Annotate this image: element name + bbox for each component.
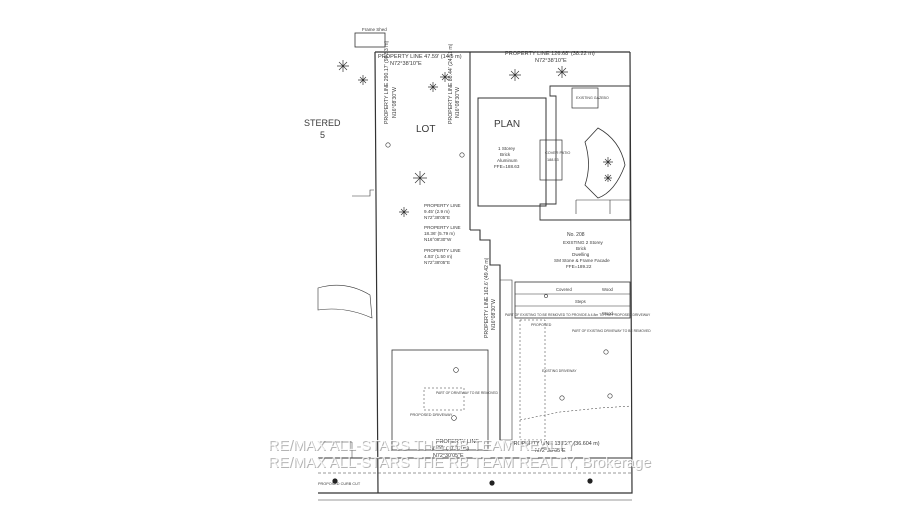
covered-patio (539, 139, 563, 181)
lot-label: LOT (416, 124, 435, 135)
left-neighbour-fence (352, 189, 374, 197)
house-desc-4: SM Stone & Frame Facade (554, 258, 610, 263)
watermark-line-2: RE/MAX ALL-STARS THE RB TEAM REALTY, Bro… (268, 454, 651, 471)
proposed-driveway-strip (499, 279, 513, 441)
house-1-line-1: 1 Storey (498, 146, 516, 151)
tree-icon (604, 174, 612, 182)
patio-label: COVER PATIO (545, 151, 570, 155)
prop-line-mid-bearing: N16°08'30"W (455, 87, 461, 118)
property-boundary (318, 51, 633, 494)
tree-icon (603, 157, 613, 167)
prop-line-top-left-bearing: N72°38'10"E (390, 61, 422, 67)
house-1-outline (477, 97, 547, 207)
jog-3-bearing: N72°38'05"E (424, 260, 450, 265)
prop-line-bottom-left-label: PROPERTY LINE (436, 439, 479, 445)
house-desc-1: EXISTING 2 Storey (563, 240, 604, 245)
paper-sheet (300, 0, 636, 506)
existing-driveway-note: EXISTING DRIVEWAY (542, 369, 577, 373)
prop-line-bottom-right-bearing: N72°38'05"E (535, 448, 566, 454)
row-covered: Covered (556, 287, 572, 292)
jog-3-label: PROPERTY LINE (424, 248, 461, 253)
curb-cut-label: PROPOSED CURB CUT (318, 482, 361, 486)
house-desc-3: Dwelling (572, 252, 590, 257)
prop-line-mid-label: PROPERTY LINE 80.44' (24.51 m) (448, 43, 454, 124)
tree-icon (428, 82, 438, 92)
tree-icon (413, 171, 427, 185)
existing-driveway-outline (519, 319, 546, 441)
prop-line-top-right-label: PROPERTY LINE 126.68' (38.22 m) (505, 51, 595, 57)
driveway-note-1: PART OF EXISTING TO BE REMOVED TO PROVID… (505, 313, 651, 317)
survey-points (385, 142, 613, 421)
proposed-label-1: PROPOSED (531, 323, 552, 327)
prop-line-east-label: PROPERTY LINE 162.6' (49.42 m) (484, 257, 490, 338)
watermark-line-2-shadow: RE/MAX ALL-STARS THE RB TEAM REALTY, Bro… (269, 455, 652, 472)
left-neighbour-garden (317, 284, 373, 319)
prop-line-west-label: PROPERTY LINE 290.17' (98.53 m) (384, 40, 390, 124)
prop-line-bottom-left-bearing: N72°30'05"E (433, 453, 464, 459)
tree-icon (337, 60, 349, 72)
frame-shed (354, 32, 386, 48)
sidewalk-line (519, 405, 633, 421)
neighbour-deck-lines (575, 199, 630, 214)
plan-label: PLAN (494, 119, 520, 130)
gazebo (571, 87, 599, 109)
row-wood-2: Wood (602, 311, 614, 316)
frame-shed-label: Frame Shed (362, 27, 387, 32)
left-driveway-corner (320, 441, 353, 458)
monument-dots (332, 478, 593, 486)
prop-line-west-bearing: N16°08'30"W (392, 87, 398, 118)
part-of-driveway-area (423, 387, 465, 411)
jog-1-dim: 9.45' (2.9 m) (424, 209, 450, 214)
watermark-line-1-shadow: RE/MAX ALL-STARS THE RB TEAM REALTY (269, 438, 576, 455)
prop-line-top-right-bearing: N72°38'10"E (535, 58, 567, 64)
tree-icon (358, 75, 368, 85)
jog-2-label: PROPERTY LINE (424, 225, 461, 230)
tree-icon (556, 66, 568, 78)
tree-symbols (337, 60, 613, 217)
tree-icon (399, 207, 409, 217)
proposed-driveway-block (391, 349, 489, 451)
tree-icon (509, 69, 521, 81)
row-wood-1: Wood (602, 287, 614, 292)
prop-line-top-left-label: PROPERTY LINE 47.59' (14.5 m) (378, 54, 462, 60)
watermark-line-1: RE/MAX ALL-STARS THE RB TEAM REALTY (268, 437, 575, 454)
prop-line-bottom-right-label: PROPERTY LINE 130.27' (36.604 m) (510, 441, 600, 447)
jog-2-dim: 18.36' (5.79 m) (424, 231, 455, 236)
prop-line-bottom-left-dim: 56.00' (17.07 m) (430, 446, 469, 452)
house-1-line-4: FFE=188.63 (494, 164, 520, 169)
steps-area (514, 281, 631, 319)
jog-2-bearing: N16°08'30"W (424, 237, 452, 242)
house-desc-5: FFE=189.22 (566, 264, 592, 269)
row-steps: Steps (575, 299, 586, 304)
house-1-line-2: Brick (500, 152, 511, 157)
gazebo-label: EXISTING GAZEBO (576, 96, 609, 100)
neighbour-curved-wall (584, 127, 626, 199)
part-of-driveway-label: PART OF DRIVEWAY TO BE REMOVED (436, 391, 499, 395)
jog-1-bearing: N72°38'05"E (424, 215, 450, 220)
house-desc-2: Brick (576, 246, 587, 251)
left-lot-label: STERED (304, 118, 341, 128)
jog-property-line (470, 229, 501, 440)
driveway-note-2: PART OF EXISTING DRIVEWAY TO BE REMOVED (572, 329, 651, 333)
left-lot-number: 5 (320, 130, 325, 140)
prop-line-east-bearing: N16°08'30"W (491, 299, 497, 330)
jog-1-label: PROPERTY LINE (424, 203, 461, 208)
neighbour-house-outline (539, 85, 631, 221)
tree-icon (440, 72, 450, 82)
house-number: No. 208 (567, 232, 585, 238)
house-1-line-3: Aluminum (497, 158, 518, 163)
patio-value: 188.53 (547, 158, 559, 162)
jog-3-dim: 4.93' (1.50 m) (424, 254, 453, 259)
proposed-driveway-label: PROPOSED DRIVEWAY (410, 413, 453, 417)
